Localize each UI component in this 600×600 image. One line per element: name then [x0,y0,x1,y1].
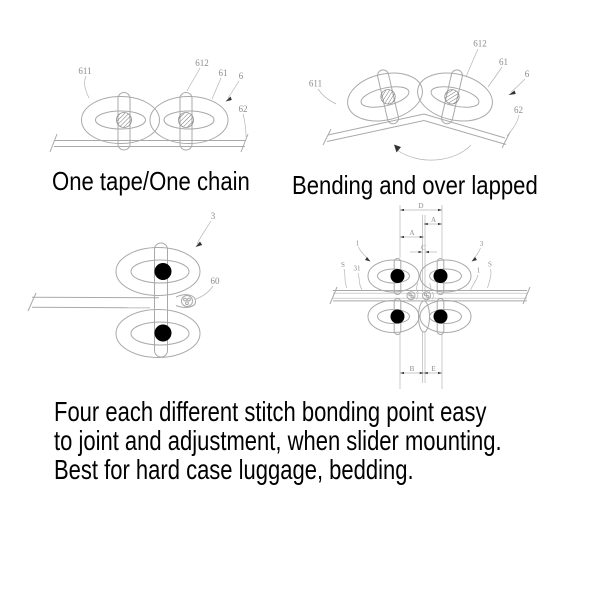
tape-end-tick [522,286,531,305]
needle-bar [154,242,168,358]
bending-arrow [394,144,472,161]
ref-3-right: 3 [480,240,484,248]
tape-end-tick [240,133,249,153]
ref-61: 61 [219,68,228,78]
chain-link-bottom-left [367,298,420,335]
stitch-bonding-dot [433,309,448,324]
reference-labels: 1 3 S 31 1 S [341,240,492,291]
ref-62: 62 [239,104,248,114]
leader-arrowhead [508,90,516,95]
ref-3: 3 [211,211,216,221]
reference-labels: 611 612 61 6 62 [78,58,248,138]
dim-D: D [418,202,423,210]
ref-62: 62 [514,105,523,115]
chain-link-right [417,69,493,125]
tape [27,292,160,312]
caption-bending-overlapped: Bending and over lapped [292,170,538,200]
link-outer-ring [149,96,229,144]
chain-link-top-left [367,258,420,295]
link-outer-ring [115,247,201,296]
description-line: Best for hard case luggage, bedding. [54,454,414,485]
link-inner-ring [130,321,190,346]
ref-612: 612 [195,58,209,68]
link-outer-ring [115,309,201,358]
link-inner-ring [430,86,480,108]
leader-arrowhead [365,257,371,262]
link-outer-ring [81,96,160,144]
dim-B: B [410,365,415,373]
tape-end-tick [49,133,58,153]
ref-S-right: S [488,261,492,269]
chain-link-top-right [419,258,472,295]
thread-eye [175,294,196,308]
reference-labels: 611 612 61 6 62 [309,39,530,137]
center-lens [418,300,430,333]
stitch-cross-section [444,89,460,105]
dim-E: E [431,365,435,373]
ref-6: 6 [239,71,244,81]
link-inner-ring [95,110,146,130]
leader-arrowhead [225,96,232,102]
link-outer-ring [417,72,493,122]
ref-611: 611 [78,66,91,76]
stitch-bonding-dot [154,263,172,280]
stitch-bonding-dot [433,269,448,283]
figure-four-stitch-points: D A A C B E [329,202,531,389]
center-threads [406,282,434,333]
caption-one-tape-one-chain: One tape/One chain [52,166,250,196]
ref-6: 6 [525,69,530,79]
chain-link-left [81,92,160,151]
ref-1-left: 1 [356,240,360,248]
tape-end-tick [322,128,332,146]
ref-31: 31 [354,265,362,273]
link-inner-ring [163,110,215,130]
tape-end-tick [329,286,338,305]
chain-link-bottom-right [419,298,472,335]
ref-61: 61 [499,57,508,67]
stitch-bonding-dot [390,309,405,324]
leader-arrowhead [471,257,477,262]
chain-link-left [347,69,423,125]
ref-S-left: S [341,261,345,269]
ref-60: 60 [211,276,221,286]
ref-1-right: 1 [477,267,481,275]
extension-lines [399,205,443,389]
bend-arrowhead [394,144,401,153]
stitch-cross-section [178,112,194,128]
leader-arrowhead [195,241,203,247]
ref-612: 612 [473,39,487,49]
figure-one-tape-one-chain: 611 612 61 6 62 [49,58,249,153]
dim-C: C [421,244,426,252]
stitch-cross-section [116,112,132,128]
link-outer-ring [347,72,423,122]
figure-two-stitch-points: 3 60 [27,211,221,358]
description-line: to joint and adjustment, when slider mou… [54,425,502,456]
reference-labels: 3 60 [194,211,221,300]
chain-link-right [149,92,229,151]
bent-tape [322,113,511,149]
link-inner-ring [130,259,190,284]
chain-link-bottom [115,309,201,358]
chain-link-top [115,247,201,296]
link-inner-ring [360,86,410,108]
dimension-lines: D A A C B E [400,202,442,375]
description-line: Four each different stitch bonding point… [54,396,487,427]
stitch-bonding-dot [154,324,172,342]
description-text: Four each different stitch bonding point… [54,397,502,484]
tape-end-tick [27,292,37,312]
stitch-bonding-dot [390,269,405,283]
dim-A-right: A [431,216,436,224]
stitch-cross-section [380,89,396,105]
tape-end-tick [501,131,511,149]
figure-bending-overlapped: 611 612 61 6 62 [309,39,530,161]
ref-611: 611 [309,79,322,89]
dim-A-left: A [409,229,414,237]
tape [49,133,249,153]
